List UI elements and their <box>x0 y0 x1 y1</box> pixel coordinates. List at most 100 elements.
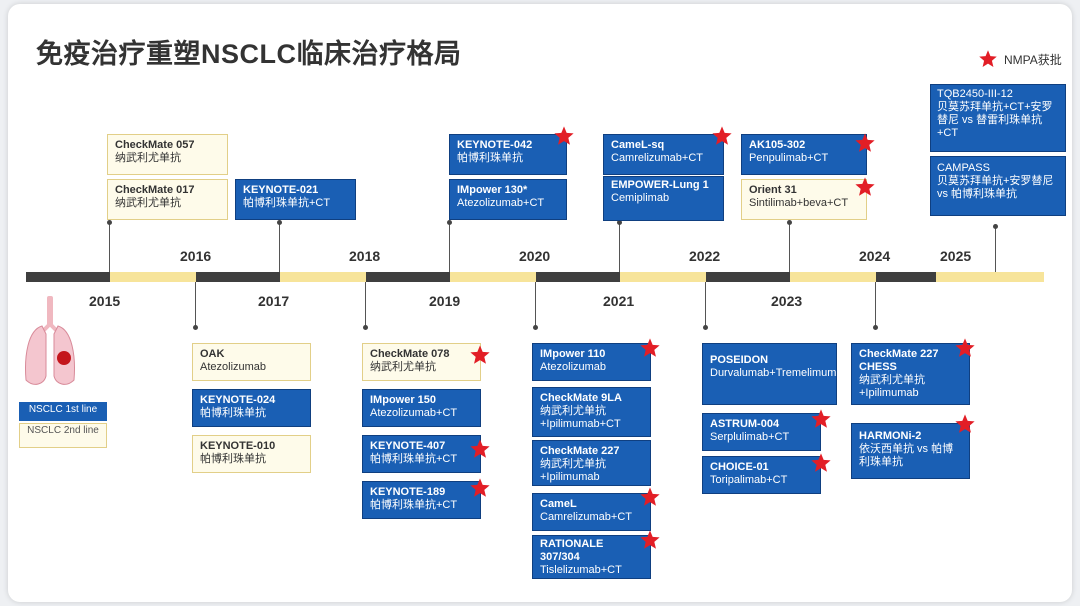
trial-drug: Toripalimab+CT <box>710 474 813 487</box>
trial-drug: Sintilimab+beva+CT <box>749 197 859 210</box>
trial-drug: Camrelizumab+CT <box>540 511 643 524</box>
trial-drug: Tislelizumab+CT <box>540 564 643 577</box>
year-label: 2016 <box>180 248 211 264</box>
timeline-segment <box>110 272 196 282</box>
trial-drug: 贝莫苏拜单抗+CT+安罗替尼 vs 替雷利珠单抗+CT <box>937 101 1059 140</box>
trial-name: AK105-302 <box>749 139 859 152</box>
connector-dot <box>447 220 452 225</box>
nmpa-star-icon <box>469 344 491 366</box>
timeline-segment <box>536 272 620 282</box>
trial-drug: 纳武利尤单抗+Ipilimumab <box>859 374 962 400</box>
trial-card: KEYNOTE-024 帕博利珠单抗 <box>192 389 311 427</box>
nmpa-star-icon <box>810 452 832 474</box>
connector <box>705 282 706 327</box>
timeline-segment <box>280 272 366 282</box>
trial-name: TQB2450-III-12 <box>937 88 1059 101</box>
trial-name: CameL <box>540 498 643 511</box>
year-label: 2015 <box>89 293 120 309</box>
trial-drug: 帕博利珠单抗+CT <box>370 499 473 512</box>
trial-drug: 帕博利珠单抗 <box>200 407 303 420</box>
connector <box>875 282 876 327</box>
trial-name: CheckMate 227 CHESS <box>859 348 962 374</box>
slide: 免疫治疗重塑NSCLC临床治疗格局 NMPA获批 2016 2018 2020 … <box>8 4 1072 602</box>
trial-name: KEYNOTE-189 <box>370 486 473 499</box>
trial-name: IMpower 110 <box>540 348 643 361</box>
timeline-segment <box>366 272 450 282</box>
nmpa-star-icon <box>639 529 661 551</box>
trial-name: CameL-sq <box>611 139 716 152</box>
trial-card: KEYNOTE-021 帕博利珠单抗+CT <box>235 179 356 220</box>
trial-drug: 纳武利尤单抗+Ipilimumab <box>540 458 643 484</box>
connector <box>789 222 790 272</box>
nmpa-star-icon <box>553 125 575 147</box>
trial-drug: Durvalumab+Tremelimumab+CT <box>710 367 829 380</box>
trial-drug: Atezolizumab+CT <box>370 407 473 420</box>
trial-card: IMpower 110 Atezolizumab <box>532 343 651 381</box>
trial-card: CheckMate 9LA 纳武利尤单抗+Ipilimumab+CT <box>532 387 651 437</box>
timeline-segment <box>790 272 876 282</box>
trial-name: CHOICE-01 <box>710 461 813 474</box>
connector <box>619 222 620 272</box>
trial-card: IMpower 130* Atezolizumab+CT <box>449 179 567 220</box>
year-label: 2025 <box>940 248 971 264</box>
trial-name: KEYNOTE-010 <box>200 440 303 453</box>
trial-card: TQB2450-III-12 贝莫苏拜单抗+CT+安罗替尼 vs 替雷利珠单抗+… <box>930 84 1066 152</box>
trial-name: CheckMate 017 <box>115 184 220 197</box>
year-label: 2021 <box>603 293 634 309</box>
timeline-segment <box>196 272 280 282</box>
trial-name: IMpower 130* <box>457 184 559 197</box>
year-label: 2018 <box>349 248 380 264</box>
nmpa-star-icon <box>469 438 491 460</box>
legend-label: NMPA获批 <box>1004 51 1062 68</box>
connector-dot <box>787 220 792 225</box>
connector-dot <box>363 325 368 330</box>
trial-card: CameL Camrelizumab+CT <box>532 493 651 531</box>
trial-drug: Penpulimab+CT <box>749 152 859 165</box>
trial-card: CheckMate 057 纳武利尤单抗 <box>107 134 228 175</box>
page-title: 免疫治疗重塑NSCLC临床治疗格局 <box>36 32 462 71</box>
nmpa-star-icon <box>639 486 661 508</box>
nmpa-star-icon <box>854 132 876 154</box>
lung-icon <box>22 296 78 391</box>
trial-card: EMPOWER-Lung 1 Cemiplimab <box>603 176 724 221</box>
trial-name: CAMPASS <box>937 162 1059 175</box>
trial-drug: 依沃西单抗 vs 帕博利珠单抗 <box>859 443 962 469</box>
nmpa-star-icon <box>469 477 491 499</box>
trial-name: RATIONALE 307/304 <box>540 538 643 564</box>
trial-card: OAK Atezolizumab <box>192 343 311 381</box>
year-label: 2019 <box>429 293 460 309</box>
trial-drug: 帕博利珠单抗 <box>457 152 559 165</box>
timeline-segment <box>26 272 110 282</box>
year-label: 2017 <box>258 293 289 309</box>
trial-card: KEYNOTE-042 帕博利珠单抗 <box>449 134 567 175</box>
trial-name: POSEIDON <box>710 354 829 367</box>
year-label: 2020 <box>519 248 550 264</box>
trial-drug: Atezolizumab <box>540 361 643 374</box>
timeline-segment <box>450 272 536 282</box>
nmpa-star-icon <box>639 337 661 359</box>
trial-drug: Camrelizumab+CT <box>611 152 716 165</box>
nmpa-star-icon <box>854 176 876 198</box>
trial-name: KEYNOTE-024 <box>200 394 303 407</box>
trial-name: KEYNOTE-021 <box>243 184 348 197</box>
connector-dot <box>277 220 282 225</box>
trial-card: KEYNOTE-407 帕博利珠单抗+CT <box>362 435 481 473</box>
connector <box>995 226 996 272</box>
connector-dot <box>993 224 998 229</box>
trial-drug: 帕博利珠单抗+CT <box>243 197 348 210</box>
connector <box>535 282 536 327</box>
trial-card: CheckMate 017 纳武利尤单抗 <box>107 179 228 220</box>
trial-card: CHOICE-01 Toripalimab+CT <box>702 456 821 494</box>
trial-card: KEYNOTE-010 帕博利珠单抗 <box>192 435 311 473</box>
trial-drug: Cemiplimab <box>611 192 716 205</box>
year-label: 2024 <box>859 248 890 264</box>
connector-dot <box>193 325 198 330</box>
trial-card: CAMPASS 贝莫苏拜单抗+安罗替尼 vs 帕博利珠单抗 <box>930 156 1066 216</box>
year-label: 2023 <box>771 293 802 309</box>
trial-name: OAK <box>200 348 303 361</box>
trial-name: KEYNOTE-042 <box>457 139 559 152</box>
trial-name: CheckMate 078 <box>370 348 473 361</box>
trial-name: CheckMate 9LA <box>540 392 643 405</box>
trial-drug: 帕博利珠单抗+CT <box>370 453 473 466</box>
connector <box>449 222 450 272</box>
